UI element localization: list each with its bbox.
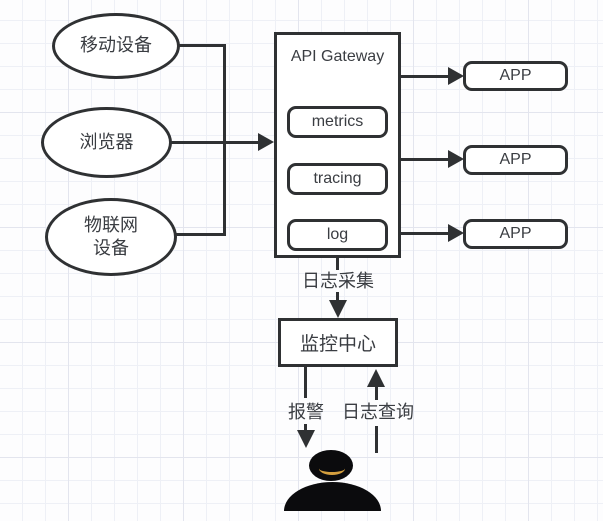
- monitor-center-label: 监控中心: [299, 334, 376, 355]
- connector-iot-to-bus: [175, 233, 225, 236]
- connector-gateway-to-app-1: [399, 75, 449, 78]
- connector-query-top: [375, 387, 378, 400]
- arrowhead-query: [367, 369, 385, 387]
- connector-gateway-to-app-3: [399, 232, 449, 235]
- connector-query-bottom: [375, 426, 378, 453]
- app-1-label: APP: [499, 67, 532, 84]
- app-box-3: APP: [463, 219, 568, 249]
- person-smile-icon: [319, 462, 345, 475]
- label-log-collect: 日志采集: [302, 271, 374, 291]
- iot-device-label: 物联网 设备: [84, 214, 138, 258]
- api-gateway-title: API Gateway: [290, 48, 385, 65]
- label-alarm: 报警: [288, 402, 324, 422]
- api-gateway-box: API Gateway metrics tracing log: [274, 32, 401, 258]
- app-box-2: APP: [463, 145, 568, 175]
- arrowhead-app-2: [448, 150, 464, 168]
- ellipse-iot-device: 物联网 设备: [45, 198, 177, 276]
- ellipse-browser: 浏览器: [41, 107, 172, 178]
- module-tracing: tracing: [287, 163, 388, 195]
- ellipse-mobile-device: 移动设备: [52, 13, 180, 79]
- metrics-label: metrics: [311, 113, 364, 130]
- module-metrics: metrics: [287, 106, 388, 138]
- connector-browser-to-gateway: [171, 141, 259, 144]
- app-2-label: APP: [499, 151, 532, 168]
- app-box-1: APP: [463, 61, 568, 91]
- mobile-device-label: 移动设备: [80, 35, 152, 56]
- connector-bus-vertical: [223, 44, 226, 236]
- module-log: log: [287, 219, 388, 251]
- arrowhead-into-monitor: [329, 300, 347, 318]
- connector-log-collect-bottom: [336, 292, 339, 302]
- connector-log-collect-top: [336, 258, 339, 270]
- connector-alarm-bottom: [304, 424, 307, 432]
- arrowhead-app-3: [448, 224, 464, 242]
- arrowhead-app-1: [448, 67, 464, 85]
- tracing-label: tracing: [313, 170, 362, 187]
- app-3-label: APP: [499, 225, 532, 242]
- label-log-query: 日志查询: [342, 402, 414, 422]
- person-body: [284, 482, 381, 511]
- arrowhead-into-gateway: [258, 133, 274, 151]
- monitor-center-box: 监控中心: [278, 318, 398, 367]
- browser-label: 浏览器: [79, 131, 134, 152]
- connector-gateway-to-app-2: [399, 158, 449, 161]
- connector-mobile-to-bus: [177, 44, 225, 47]
- log-label: log: [326, 226, 349, 243]
- connector-alarm-top: [304, 367, 307, 398]
- arrowhead-alarm: [297, 430, 315, 448]
